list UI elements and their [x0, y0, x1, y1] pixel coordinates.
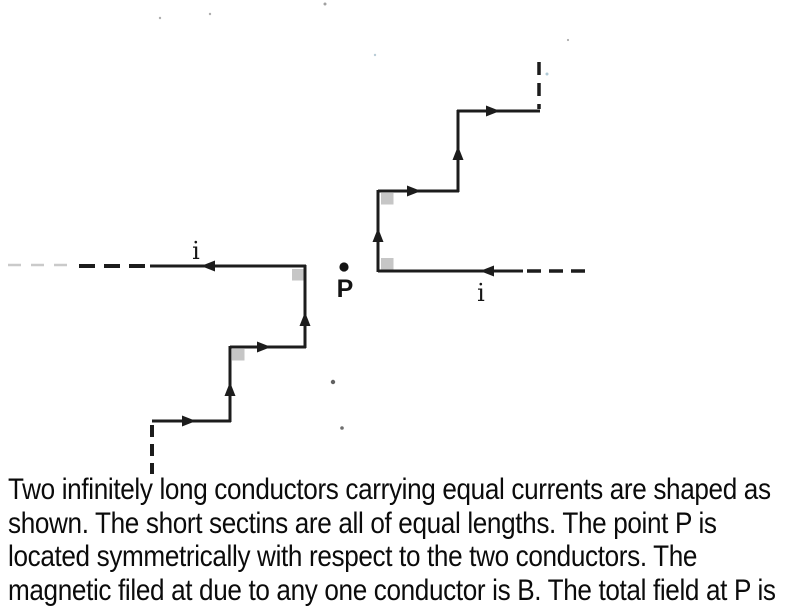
noise-speck — [158, 16, 162, 20]
problem-statement-line: Two infinitely long conductors carrying … — [8, 473, 771, 506]
noise-speck — [323, 2, 327, 6]
current-arrow — [201, 260, 215, 272]
current-arrow — [372, 228, 384, 242]
problem-statement-line: shown. The short sectins are all of equa… — [8, 506, 717, 540]
point-p-dot — [339, 262, 349, 272]
right-angle-marker — [381, 258, 394, 270]
noise-speck — [330, 379, 336, 385]
problem-statement: Two infinitely long conductors carrying … — [8, 473, 800, 607]
current-arrow — [480, 265, 494, 277]
circuit-diagram-svg: ii P — [8, 2, 591, 474]
problem-statement-line: located symmetrically with respect to th… — [8, 540, 698, 573]
noise-speck — [373, 53, 377, 57]
current-arrow — [486, 105, 500, 117]
current-arrow — [452, 146, 464, 160]
right-angle-marker — [292, 269, 305, 281]
current-arrow — [407, 185, 421, 197]
current-arrow — [224, 382, 236, 396]
current-label: i — [192, 237, 200, 265]
point-p-label: P — [337, 275, 354, 303]
noise-speck — [340, 426, 344, 430]
current-arrow — [257, 341, 271, 353]
current-arrow — [299, 312, 311, 326]
right-angle-marker — [381, 193, 394, 205]
current-arrow — [182, 415, 196, 427]
conductor-wires: ii — [8, 2, 591, 474]
right-angle-marker — [232, 349, 245, 361]
noise-speck — [208, 12, 212, 16]
problem-statement-line: magnetic filed at due to any one conduct… — [8, 573, 776, 607]
noise-speck — [566, 38, 570, 42]
current-label: i — [477, 279, 485, 307]
noise-speck — [545, 72, 549, 76]
